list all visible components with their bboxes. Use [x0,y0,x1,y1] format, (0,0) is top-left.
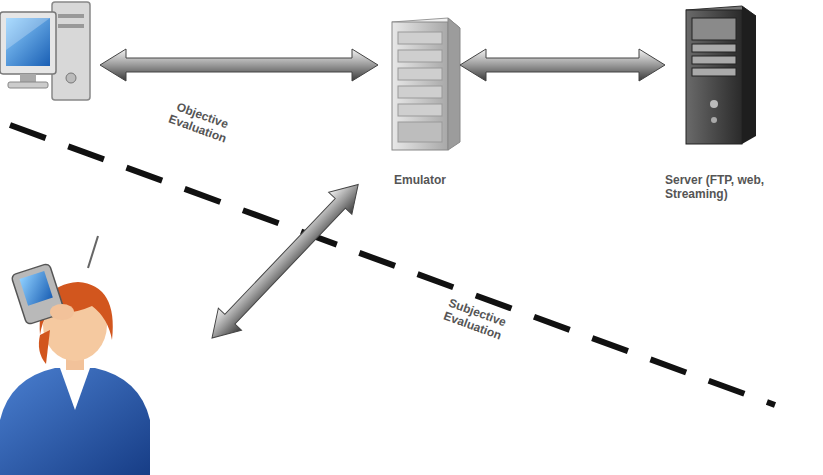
double-arrow [200,173,369,349]
server-icon [686,6,756,144]
double-arrow [100,49,378,81]
server-node: Server (FTP, web, Streaming) [665,5,805,201]
emulator-icon [392,18,460,150]
divider-line [10,125,775,405]
node-label: Server (FTP, web, Streaming) [665,173,805,201]
mobile-user [0,236,150,475]
node-label: Emulator [380,173,460,187]
region-label: Subjective Evaluation [423,289,527,350]
client-pc [0,2,90,100]
double-arrow [460,49,665,81]
region-label: Objective Evaluation [148,92,252,153]
emulator-node: Emulator [380,15,460,187]
